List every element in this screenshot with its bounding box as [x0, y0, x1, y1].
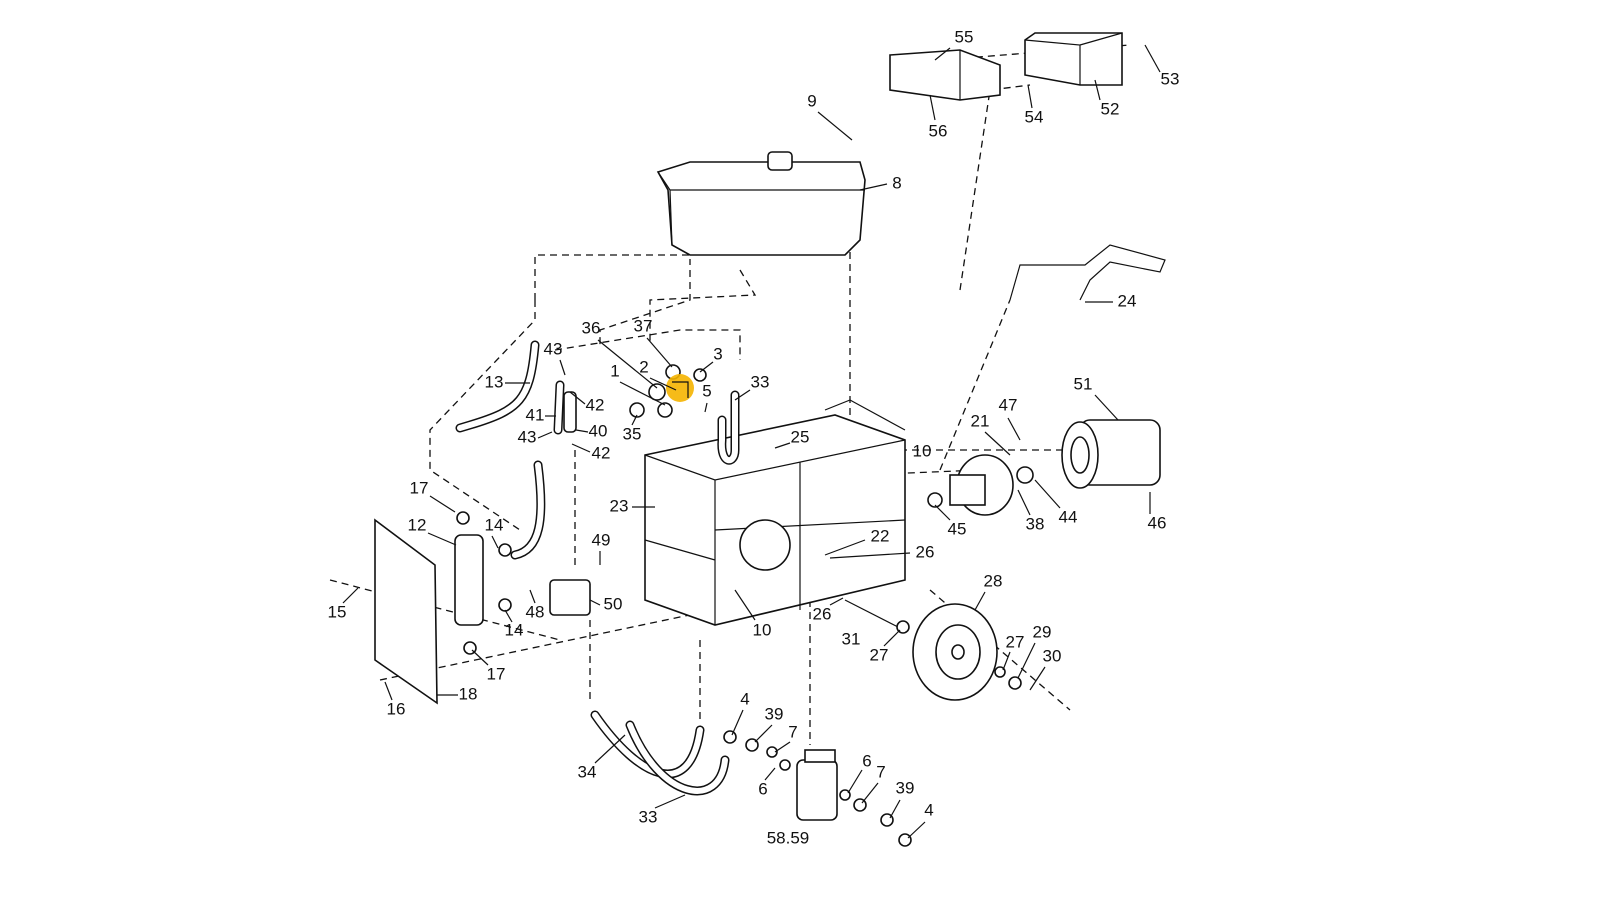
oil-tank: [656, 151, 866, 256]
label-34[interactable]: 34: [578, 762, 597, 781]
label-39[interactable]: 39: [765, 704, 784, 723]
motor: [1061, 419, 1161, 489]
label-51[interactable]: 51: [1074, 374, 1093, 393]
label-6[interactable]: 6: [758, 779, 767, 798]
label-36[interactable]: 36: [582, 318, 601, 337]
label-15[interactable]: 15: [328, 602, 347, 621]
label-31[interactable]: 31: [842, 629, 861, 648]
label-2[interactable]: 2: [639, 357, 648, 376]
label-46[interactable]: 46: [1148, 513, 1167, 532]
label-21[interactable]: 21: [971, 411, 990, 430]
label-18[interactable]: 18: [459, 684, 478, 703]
wheel: [844, 599, 998, 701]
label-25[interactable]: 25: [791, 427, 810, 446]
leader-lines: [342, 44, 1161, 839]
label-14[interactable]: 14: [505, 620, 524, 639]
label-14[interactable]: 14: [485, 515, 504, 534]
label-38[interactable]: 38: [1026, 514, 1045, 533]
label-42[interactable]: 42: [586, 395, 605, 414]
label-27[interactable]: 27: [1006, 632, 1025, 651]
label-7[interactable]: 7: [876, 762, 885, 781]
cover-52: [1024, 32, 1123, 86]
label-3[interactable]: 3: [713, 344, 722, 363]
filter-58-59: [779, 749, 851, 821]
label-33[interactable]: 33: [639, 807, 658, 826]
label-37[interactable]: 37: [634, 316, 653, 335]
cover-56: [889, 49, 1001, 101]
label-40[interactable]: 40: [589, 421, 608, 440]
label-33[interactable]: 33: [751, 372, 770, 391]
label-52[interactable]: 52: [1101, 99, 1120, 118]
label-10[interactable]: 10: [913, 441, 932, 460]
label-5[interactable]: 5: [702, 381, 711, 400]
label-56[interactable]: 56: [929, 121, 948, 140]
label-55[interactable]: 55: [955, 27, 974, 46]
pump: [549, 579, 591, 616]
part-labels: 55 53 52 54 56 9 8 24 51 47 21 10 46 44 …: [328, 27, 1180, 847]
label-42[interactable]: 42: [592, 443, 611, 462]
label-49[interactable]: 49: [592, 530, 611, 549]
label-43[interactable]: 43: [544, 339, 563, 358]
label-10[interactable]: 10: [753, 620, 772, 639]
label-17[interactable]: 17: [410, 478, 429, 497]
label-44[interactable]: 44: [1059, 507, 1078, 526]
handle-bar: [1009, 244, 1166, 301]
label-50[interactable]: 50: [604, 594, 623, 613]
plate: [374, 518, 438, 705]
label-27[interactable]: 27: [870, 645, 889, 664]
hoses: [455, 340, 740, 796]
label-26[interactable]: 26: [813, 604, 832, 623]
label-45[interactable]: 45: [948, 519, 967, 538]
label-23[interactable]: 23: [610, 496, 629, 515]
label-22[interactable]: 22: [871, 526, 890, 545]
label-4[interactable]: 4: [740, 689, 749, 708]
label-29[interactable]: 29: [1033, 622, 1052, 641]
label-47[interactable]: 47: [999, 395, 1018, 414]
cooler: [454, 534, 484, 626]
label-43[interactable]: 43: [518, 427, 537, 446]
label-7[interactable]: 7: [788, 722, 797, 741]
label-53[interactable]: 53: [1161, 69, 1180, 88]
pump-adapter: [927, 454, 1034, 516]
label-17[interactable]: 17: [487, 664, 506, 683]
label-9[interactable]: 9: [807, 91, 816, 110]
label-24[interactable]: 24: [1118, 291, 1137, 310]
label-1[interactable]: 1: [610, 361, 619, 380]
label-13[interactable]: 13: [485, 372, 504, 391]
filter-40: [563, 391, 577, 433]
highlight-marker[interactable]: [666, 374, 694, 402]
label-8[interactable]: 8: [892, 173, 901, 192]
label-16[interactable]: 16: [387, 699, 406, 718]
label-54[interactable]: 54: [1025, 107, 1044, 126]
label-58-59[interactable]: 58.59: [767, 828, 810, 847]
label-28[interactable]: 28: [984, 571, 1003, 590]
label-26[interactable]: 26: [916, 542, 935, 561]
frame: [644, 399, 906, 626]
label-30[interactable]: 30: [1043, 646, 1062, 665]
label-39[interactable]: 39: [896, 778, 915, 797]
label-12[interactable]: 12: [408, 515, 427, 534]
label-4[interactable]: 4: [924, 800, 933, 819]
label-35[interactable]: 35: [623, 424, 642, 443]
label-41[interactable]: 41: [526, 405, 545, 424]
label-6[interactable]: 6: [862, 751, 871, 770]
label-48[interactable]: 48: [526, 602, 545, 621]
